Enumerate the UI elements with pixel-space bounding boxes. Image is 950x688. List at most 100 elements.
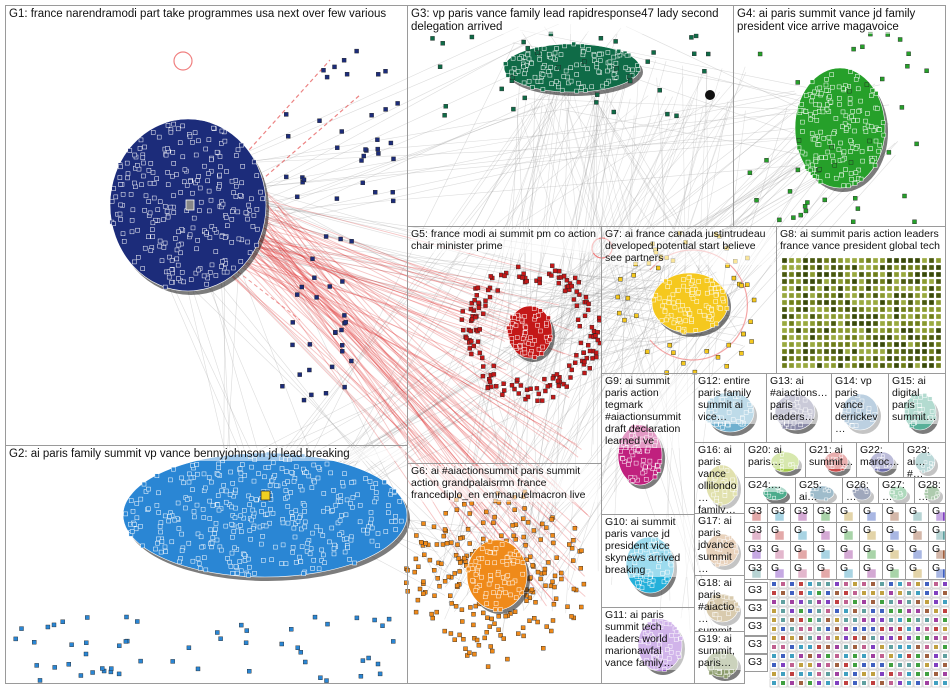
node[interactable]: [656, 265, 661, 271]
node[interactable]: [614, 66, 619, 71]
node[interactable]: [907, 645, 911, 649]
node[interactable]: [823, 82, 829, 88]
node[interactable]: [830, 306, 837, 313]
node[interactable]: [907, 582, 911, 586]
node[interactable]: [709, 307, 714, 313]
node[interactable]: [243, 640, 249, 645]
node[interactable]: [376, 151, 381, 156]
node[interactable]: [316, 566, 322, 572]
node[interactable]: [485, 615, 490, 620]
node[interactable]: [484, 601, 489, 606]
node[interactable]: [934, 681, 938, 685]
node[interactable]: [594, 350, 599, 355]
node[interactable]: [562, 43, 567, 49]
node[interactable]: [164, 209, 170, 214]
node[interactable]: [751, 297, 757, 303]
node[interactable]: [487, 624, 492, 629]
node[interactable]: [872, 292, 879, 299]
node[interactable]: [308, 546, 314, 551]
node[interactable]: [844, 609, 848, 613]
node[interactable]: [375, 531, 381, 536]
node[interactable]: [583, 88, 588, 93]
node[interactable]: [925, 618, 929, 622]
node[interactable]: [118, 202, 123, 208]
node[interactable]: [259, 541, 264, 547]
node[interactable]: [502, 580, 507, 585]
node[interactable]: [307, 551, 313, 557]
node[interactable]: [495, 572, 501, 577]
node[interactable]: [66, 662, 72, 667]
node[interactable]: [505, 73, 511, 78]
node[interactable]: [862, 672, 866, 676]
node[interactable]: [790, 645, 794, 649]
node[interactable]: [898, 618, 902, 622]
node[interactable]: [871, 627, 875, 631]
node[interactable]: [690, 278, 695, 284]
node[interactable]: [835, 654, 839, 658]
small-group-panel[interactable]: G…: [813, 522, 837, 542]
small-group-panel[interactable]: G3…: [744, 600, 768, 618]
node[interactable]: [850, 109, 855, 114]
node[interactable]: [844, 654, 848, 658]
node[interactable]: [790, 582, 794, 586]
node[interactable]: [907, 327, 914, 334]
node[interactable]: [886, 150, 892, 155]
node[interactable]: [880, 672, 884, 676]
node[interactable]: [190, 190, 195, 196]
node[interactable]: [535, 398, 540, 403]
node[interactable]: [823, 313, 830, 320]
node[interactable]: [596, 69, 602, 75]
node[interactable]: [535, 569, 541, 575]
node[interactable]: [772, 636, 776, 640]
node[interactable]: [809, 348, 816, 355]
node[interactable]: [889, 672, 893, 676]
node[interactable]: [879, 334, 886, 341]
node[interactable]: [817, 179, 823, 184]
node[interactable]: [889, 582, 893, 586]
node[interactable]: [925, 663, 929, 667]
node[interactable]: [741, 331, 746, 337]
node[interactable]: [772, 600, 776, 604]
group-panel-g3[interactable]: G3: vp paris vance family lead rapidresp…: [407, 5, 734, 227]
node[interactable]: [172, 517, 178, 523]
node[interactable]: [574, 72, 579, 77]
node[interactable]: [837, 327, 844, 334]
node[interactable]: [799, 582, 803, 586]
node[interactable]: [862, 636, 866, 640]
node[interactable]: [180, 123, 185, 129]
node[interactable]: [538, 308, 543, 313]
small-group-panel[interactable]: G…: [813, 560, 837, 580]
node[interactable]: [872, 334, 879, 341]
node[interactable]: [715, 355, 721, 360]
small-group-panel[interactable]: G3…: [744, 541, 768, 561]
node[interactable]: [853, 618, 857, 622]
node[interactable]: [416, 564, 421, 569]
node[interactable]: [342, 471, 347, 476]
node[interactable]: [442, 527, 448, 532]
node[interactable]: [524, 598, 529, 603]
node[interactable]: [237, 559, 243, 564]
node[interactable]: [141, 481, 147, 487]
group-panel-g4[interactable]: G4: ai paris summit vance jd family pres…: [733, 5, 946, 227]
node[interactable]: [843, 167, 848, 172]
node[interactable]: [369, 538, 375, 544]
node[interactable]: [847, 96, 853, 101]
node[interactable]: [844, 313, 851, 320]
node[interactable]: [212, 531, 217, 536]
node[interactable]: [627, 74, 632, 79]
node[interactable]: [210, 503, 216, 508]
node[interactable]: [461, 327, 466, 333]
node[interactable]: [481, 536, 486, 542]
node[interactable]: [457, 632, 462, 638]
node[interactable]: [162, 513, 168, 519]
node[interactable]: [853, 591, 857, 595]
node[interactable]: [140, 543, 145, 549]
node[interactable]: [246, 572, 251, 578]
node[interactable]: [872, 313, 879, 320]
node[interactable]: [844, 341, 851, 348]
node[interactable]: [170, 150, 176, 155]
node[interactable]: [925, 627, 929, 631]
node[interactable]: [117, 175, 123, 180]
node[interactable]: [607, 59, 613, 65]
node[interactable]: [580, 43, 585, 49]
